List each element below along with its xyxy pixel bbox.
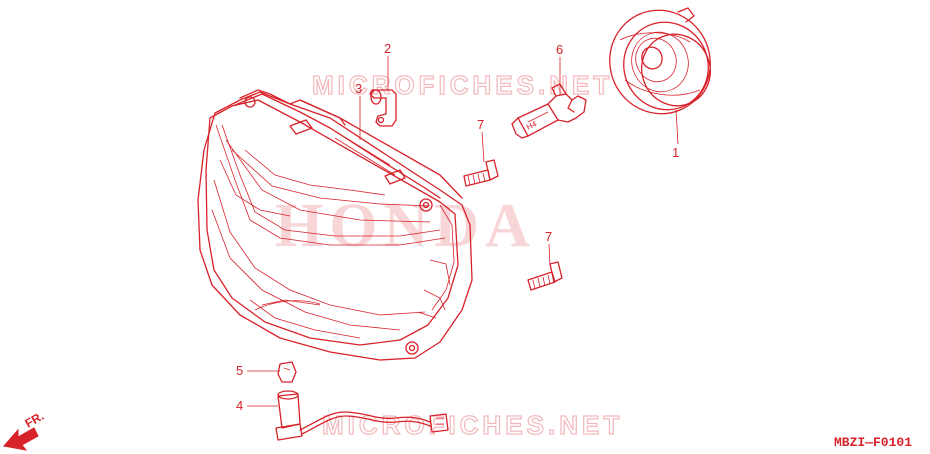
diagram-code: MBZI—F0101: [834, 435, 912, 450]
screw-part-upper: [463, 159, 499, 187]
watermark-bottom: MICROFICHES.NET: [322, 410, 623, 440]
callout-2: 2: [384, 41, 391, 56]
socket-wire-part: [275, 390, 449, 441]
front-label: FR.: [23, 409, 47, 431]
dust-cover-part: [609, 7, 711, 115]
callout-7-upper: 7: [477, 117, 484, 132]
callout-7-lower: 7: [545, 229, 552, 244]
screw-part-lower: [527, 261, 563, 291]
bracket-part: [369, 89, 397, 127]
bulb-marking: H4: [525, 119, 539, 132]
leader-lines: [247, 56, 679, 407]
callout-3: 3: [355, 81, 362, 96]
callout-1: 1: [672, 145, 679, 160]
bulb-part: H4: [511, 83, 587, 139]
watermark-brand: HONDA: [275, 192, 536, 260]
callout-5: 5: [236, 363, 243, 378]
callout-6: 6: [556, 42, 563, 57]
position-bulb-part: [277, 361, 297, 383]
front-direction-arrow: FR.: [3, 409, 47, 451]
callout-4: 4: [236, 398, 243, 413]
headlight-assembly: [197, 89, 473, 361]
arrow-icon: [3, 427, 39, 451]
